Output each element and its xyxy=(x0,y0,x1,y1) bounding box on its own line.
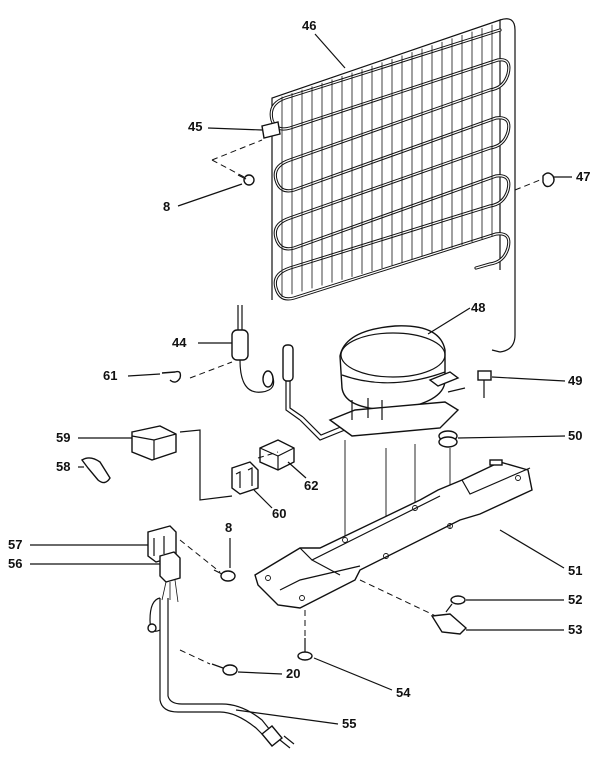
part-callout-55: 55 xyxy=(342,716,356,731)
tube-hook xyxy=(161,361,233,383)
condenser-coil xyxy=(269,18,516,353)
leader-line xyxy=(237,671,283,675)
leader-line xyxy=(314,33,346,69)
relay xyxy=(231,461,259,495)
callout-labels: 46 45 8 47 48 44 61 49 59 50 58 62 60 8 57 51 56 52 53 20 54… xyxy=(8,18,590,731)
part-callout-52: 52 xyxy=(568,592,582,607)
leader-line xyxy=(235,709,339,725)
part-callout-51: 51 xyxy=(568,563,582,578)
part-callout-48: 48 xyxy=(471,300,485,315)
part-callout-20: 20 xyxy=(286,666,300,681)
part-callout-56: 56 xyxy=(8,556,22,571)
part-callout-61: 61 xyxy=(103,368,117,383)
leader-line xyxy=(253,489,273,509)
power-cord xyxy=(147,579,295,749)
screw-cord xyxy=(179,649,238,676)
part-callout-44: 44 xyxy=(172,335,187,350)
leader-line xyxy=(457,435,566,439)
part-callout-54: 54 xyxy=(396,685,411,700)
part-callout-60: 60 xyxy=(272,506,286,521)
base-leg-screw xyxy=(297,610,313,661)
leader-line xyxy=(491,376,566,382)
grommet xyxy=(438,430,458,448)
part-callout-8: 8 xyxy=(163,199,170,214)
base-clip xyxy=(430,613,468,635)
leader-line xyxy=(177,183,243,207)
part-callout-45: 45 xyxy=(188,119,202,134)
relay-cover xyxy=(131,425,177,461)
part-callout-59: 59 xyxy=(56,430,70,445)
leader-line xyxy=(207,127,263,131)
part-callout-62: 62 xyxy=(304,478,318,493)
part-callout-47: 47 xyxy=(576,169,590,184)
mounting-bracket xyxy=(261,121,281,139)
compressor-base-plate xyxy=(254,459,533,609)
overload-protector xyxy=(259,439,295,471)
compressor-screw xyxy=(477,370,492,398)
part-callout-50: 50 xyxy=(568,428,582,443)
leader-line xyxy=(287,461,307,479)
compressor xyxy=(328,325,466,437)
leader-line xyxy=(499,529,565,569)
wire-clip xyxy=(80,457,111,484)
filter-drier xyxy=(231,329,294,388)
screw-lower xyxy=(179,539,236,582)
cord-bracket xyxy=(147,525,181,583)
screw-top xyxy=(211,139,263,186)
base-screw xyxy=(359,579,466,619)
part-callout-46: 46 xyxy=(302,18,316,33)
part-callout-53: 53 xyxy=(568,622,582,637)
part-callout-57: 57 xyxy=(8,537,22,552)
part-callout-8: 8 xyxy=(225,520,232,535)
tube-clip xyxy=(514,172,555,191)
part-callout-49: 49 xyxy=(568,373,582,388)
leader-line xyxy=(127,373,161,377)
leader-line xyxy=(427,307,471,335)
part-callout-58: 58 xyxy=(56,459,70,474)
leader-line xyxy=(313,657,393,691)
